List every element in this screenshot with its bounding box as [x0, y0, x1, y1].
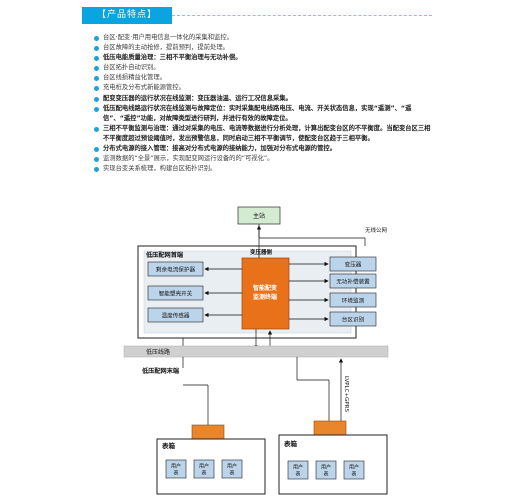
smart-terminal-box: [241, 257, 290, 330]
feature-item: 低压电能质量治理：三相不平衡治理与无功补偿。: [94, 53, 434, 63]
master-station-label: 主站: [253, 212, 265, 220]
feature-item-heading: 分布式电源的接入管理：接高对分布式电源的接纳能力，加强对分布式电源的管控。: [103, 145, 336, 153]
feature-item-heading: 三相不平衡监测与治理：通过对采集的电压、电流等数据进行分析处理，计算出配变台区的…: [103, 124, 431, 142]
feature-item: 充电桩及分布式新能源管控。: [94, 83, 434, 93]
tail-end-label: 低压配网末端: [141, 367, 180, 375]
right-device-box: [329, 292, 377, 308]
feature-item-heading: 配变变压器的运行状况在线监测：变压器油温、运行工况信息采集。: [103, 94, 292, 102]
feature-item: 监测数据的“全景”展示，实现配变网运行设备的的“可视化”。: [94, 154, 434, 164]
left-device-box: [147, 261, 204, 277]
section-title-divider: [172, 15, 432, 17]
feature-item: 台区·配变·用户用电信息一体化的采集和监控。: [94, 33, 434, 43]
left-device-label: 智能塑壳开关: [159, 290, 193, 298]
right-device-label: 变压器: [345, 261, 362, 269]
user-meter-label: 用户表: [293, 464, 303, 478]
feature-item: 台区线损精益化管理。: [94, 73, 434, 83]
user-meter: [193, 459, 215, 479]
feature-item-heading: 低压电能质量治理：三相不平衡治理与无功补偿。: [103, 54, 242, 62]
right-device-box: [329, 273, 377, 289]
public-network-label: 无线公网: [365, 226, 388, 234]
right-device-label: 环境监测: [342, 297, 365, 305]
user-meter-label: 用户表: [171, 463, 181, 477]
feature-item: 配变变压器的运行状况在线监测：变压器油温、运行工况信息采集。: [94, 94, 434, 104]
left-device-box: [147, 307, 204, 323]
right-device-box: [329, 256, 377, 272]
feature-item: 台区拓扑自动识别。: [94, 63, 434, 73]
left-device-label: 温度传感器: [162, 312, 190, 320]
user-meter: [343, 460, 365, 480]
left-device-label: 剩余电流保护器: [156, 266, 196, 274]
feature-list: 台区·配变·用户用电信息一体化的采集和监控。台区故障的主动抢修，提前预判，提前处…: [94, 33, 434, 174]
right-device-box: [329, 311, 377, 327]
meter-box-right-label: 表箱: [283, 439, 298, 448]
low-voltage-line-label: 低压线路: [146, 348, 170, 356]
comm-label: LVPLC+GPRS: [343, 376, 349, 412]
feature-item: 实现台变关系梳理，构建台区拓扑识别。: [94, 164, 434, 174]
left-device-box: [147, 285, 204, 301]
meters: 用户表 用户表 用户表 用户表 用户表 用户表: [165, 459, 365, 480]
meter-terminal-left: [191, 424, 225, 440]
user-meter: [221, 459, 243, 479]
user-meter-label: 用户表: [227, 463, 237, 477]
feature-item: 台区故障的主动抢修，提前预判，提前处理。: [94, 43, 434, 53]
right-device-label: 无功补偿装置: [336, 278, 370, 286]
section-title-bar: 【产品特点】: [82, 7, 172, 24]
user-meter-label: 用户表: [349, 464, 359, 478]
meter-terminal-right: [313, 420, 347, 436]
user-meter-label: 用户表: [199, 463, 209, 477]
user-meter: [165, 459, 187, 479]
right-device-label: 台区识别: [342, 316, 365, 324]
user-meter: [315, 460, 337, 480]
feature-item: 分布式电源的接入管理：接高对分布式电源的接纳能力，加强对分布式电源的管控。: [94, 144, 434, 154]
smart-terminal-label: 智能配变监测终端: [253, 284, 277, 301]
meter-box-left-label: 表箱: [161, 441, 176, 450]
feature-item: 三相不平衡监测与治理：通过对采集的电压、电流等数据进行分析处理，计算出配变台区的…: [94, 124, 434, 144]
user-meter: [287, 460, 309, 480]
low-voltage-line-bar: [123, 345, 389, 358]
feature-item-heading: 低压配电线路运行状况在线监测与故障定位：实时采集配电线路电压、电流、开关状态信息…: [103, 104, 412, 122]
user-meter-label: 用户表: [321, 464, 331, 478]
head-end-label: 低压配网首端: [145, 251, 184, 259]
transformer-side-label: 变压器侧: [250, 248, 273, 256]
feature-item: 低压配电线路运行状况在线监测与故障定位：实时采集配电线路电压、电流、开关状态信息…: [94, 104, 434, 124]
